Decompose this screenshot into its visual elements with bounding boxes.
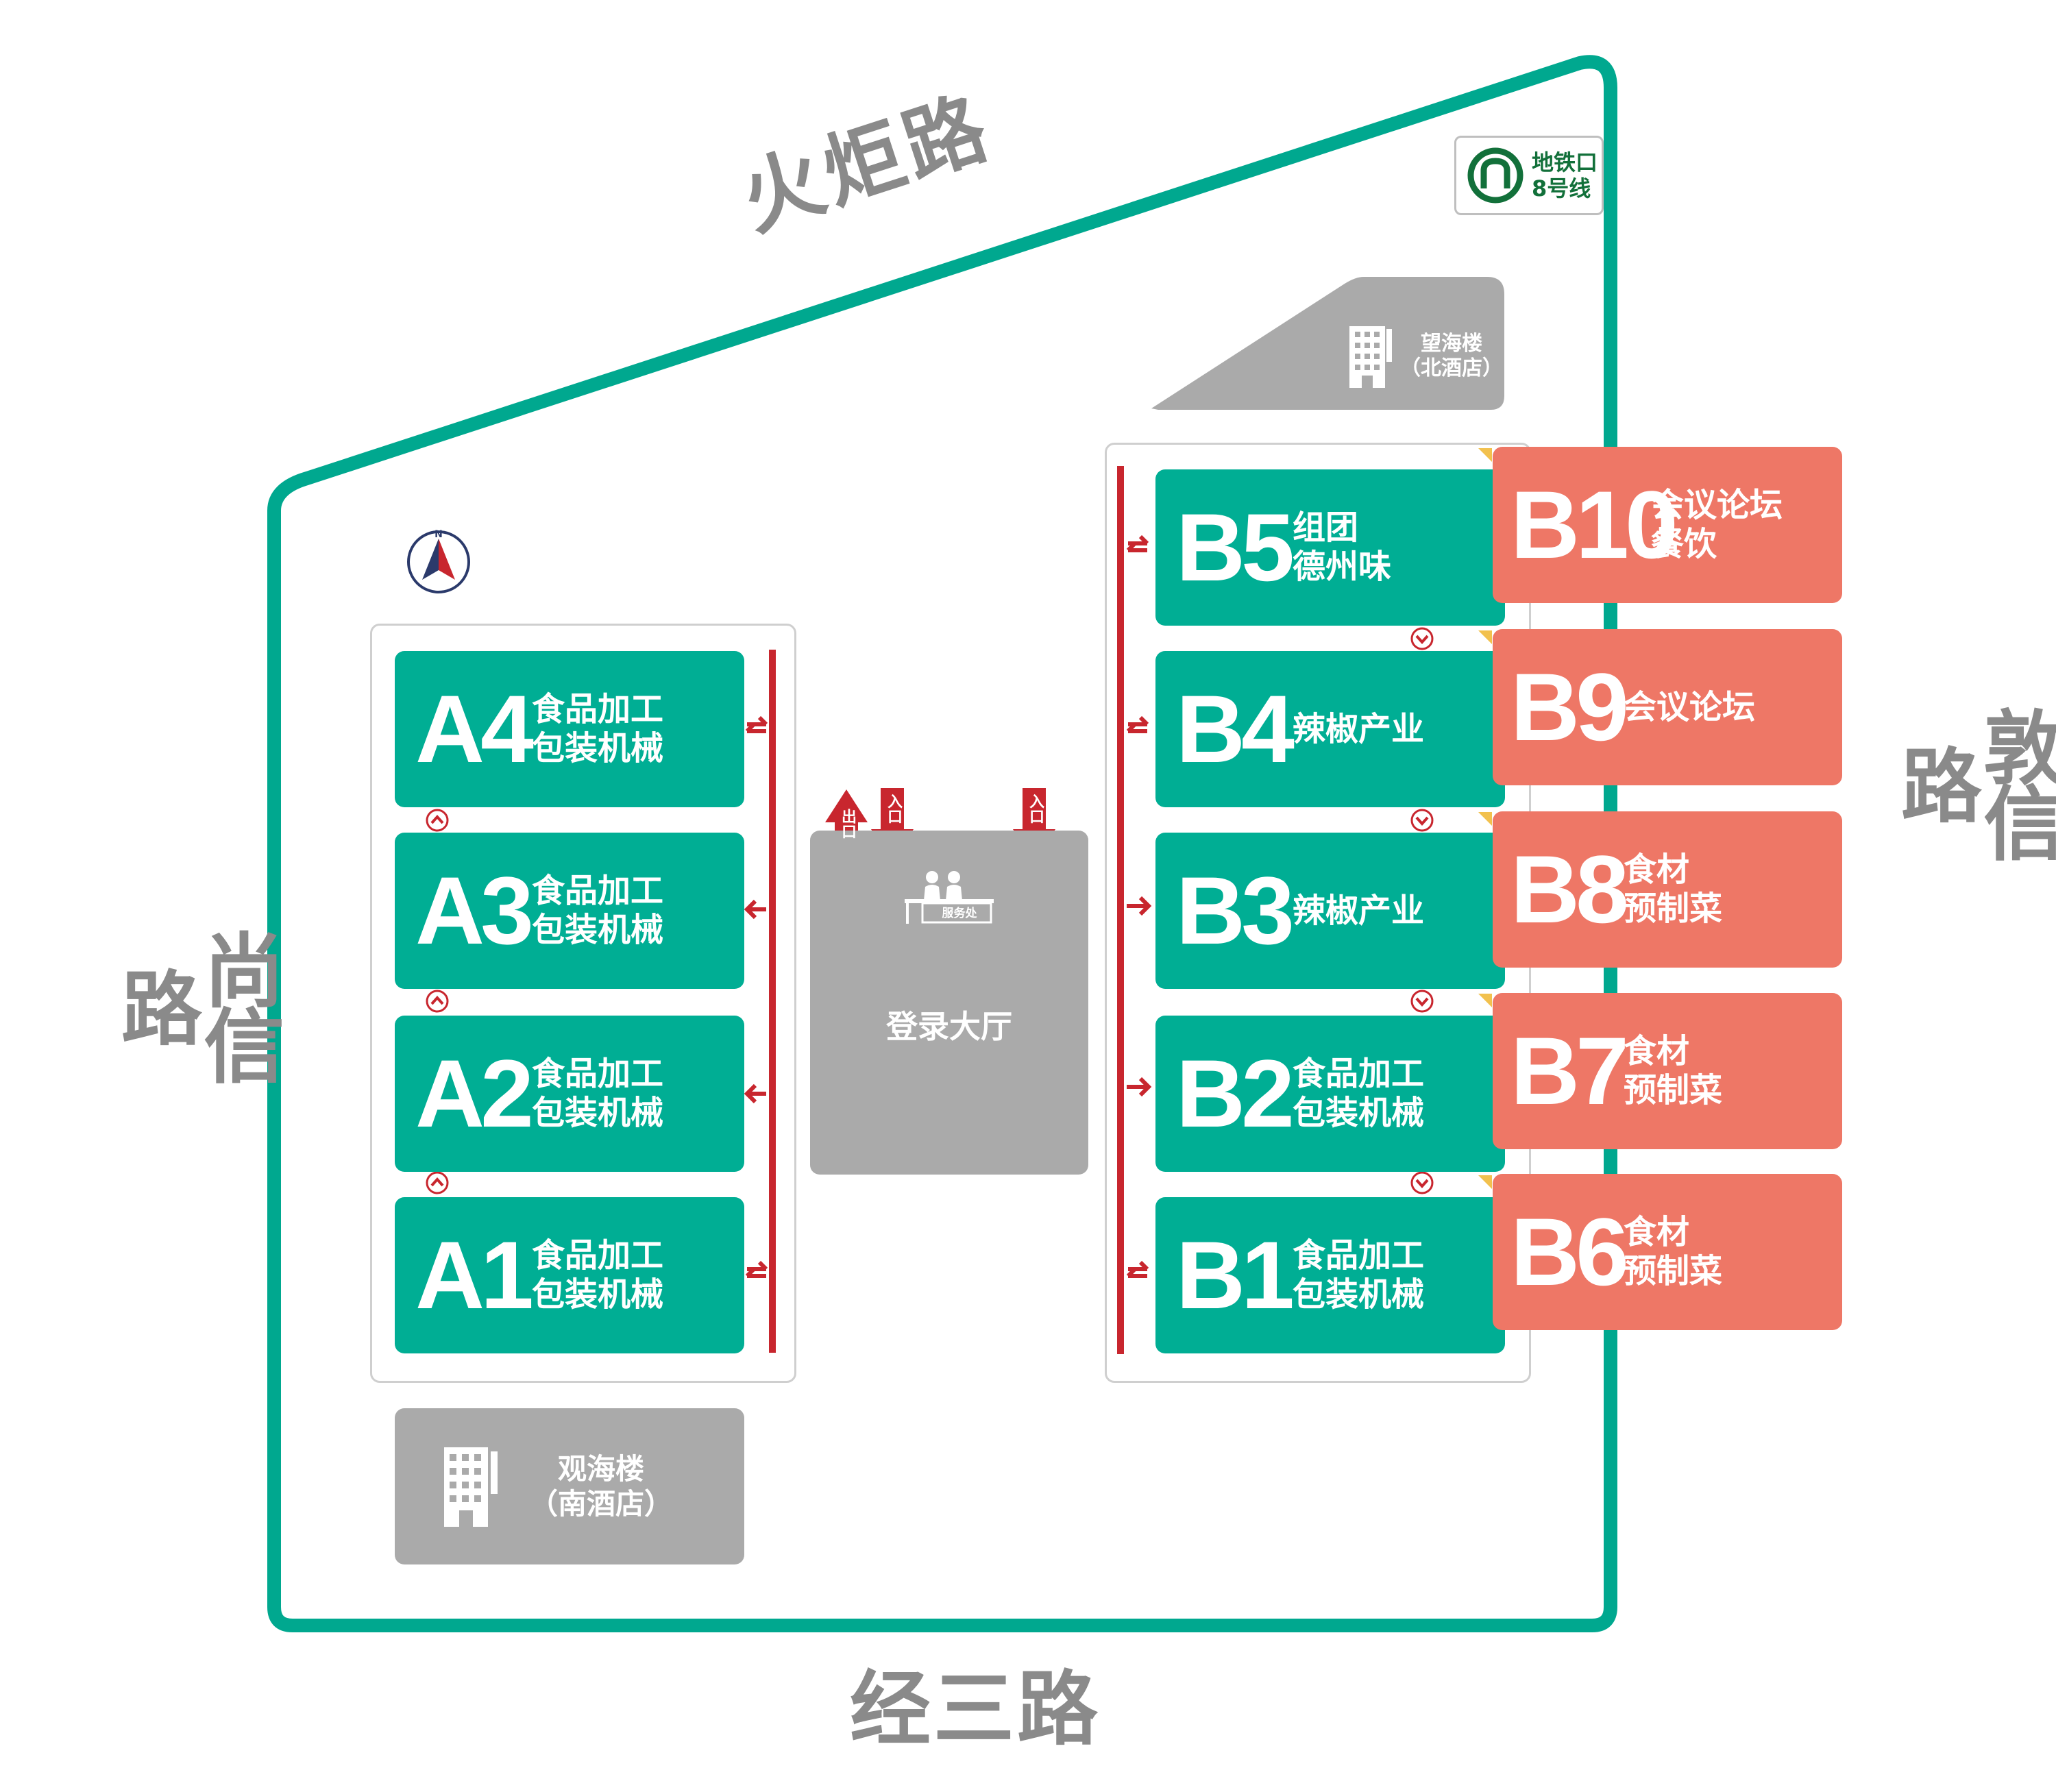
hall-b5-line2: 德州味 bbox=[1293, 548, 1392, 586]
hall-a2-line1: 食品加工 bbox=[532, 1055, 664, 1094]
hall-b7[interactable]: B7 食材预制菜 bbox=[1493, 993, 1842, 1149]
south-hotel-sub: （南酒店） bbox=[529, 1487, 674, 1521]
hall-b4-line1: 辣椒产业 bbox=[1293, 709, 1425, 748]
corridor-b-arrows bbox=[1126, 535, 1152, 1278]
hall-b8[interactable]: B8 食材预制菜 bbox=[1493, 811, 1842, 968]
hall-b10-line1: 会议论坛 bbox=[1651, 486, 1783, 525]
hall-a1-line2: 包装机械 bbox=[532, 1275, 664, 1314]
south-hotel[interactable]: 观海楼 （南酒店） bbox=[395, 1408, 744, 1564]
hall-b8-line1: 食材 bbox=[1624, 850, 1690, 889]
hall-a4-code: A4 bbox=[415, 675, 534, 783]
hall-a4[interactable]: A4 食品加工包装机械 bbox=[395, 651, 744, 807]
hall-b10-code: B10 bbox=[1510, 471, 1678, 578]
corridor-a bbox=[769, 650, 776, 1353]
hall-b3-code: B3 bbox=[1176, 857, 1295, 964]
hall-b2-code: B2 bbox=[1176, 1040, 1295, 1147]
hall-b10-line2: 餐饮 bbox=[1651, 525, 1717, 563]
hall-a1[interactable]: A1 食品加工包装机械 bbox=[395, 1197, 744, 1353]
hall-b2[interactable]: B2 食品加工包装机械 bbox=[1155, 1016, 1505, 1172]
metro-line: 8号线 bbox=[1532, 175, 1591, 201]
hall-b5-line1: 组团 bbox=[1293, 508, 1359, 548]
hall-a1-line1: 食品加工 bbox=[532, 1236, 664, 1275]
hall-b2-line1: 食品加工 bbox=[1293, 1055, 1425, 1094]
north-hotel-building bbox=[1151, 277, 1504, 410]
metro-logo-icon bbox=[1467, 147, 1523, 204]
north-hotel-name: 望海楼 bbox=[1421, 332, 1482, 356]
hall-b8-line2: 预制菜 bbox=[1624, 889, 1723, 928]
service-desk-icon bbox=[905, 871, 994, 924]
hall-b6-code: B6 bbox=[1510, 1198, 1629, 1305]
compass-label: N bbox=[435, 529, 443, 540]
hall-b5-code: B5 bbox=[1176, 493, 1295, 601]
a-flow-markers bbox=[426, 809, 449, 1194]
hall-b10[interactable]: B10 会议论坛餐饮 bbox=[1493, 447, 1842, 603]
entrance-label-2: 入口 bbox=[1027, 794, 1044, 824]
hall-b2-line2: 包装机械 bbox=[1293, 1094, 1425, 1132]
site-boundary bbox=[267, 55, 1617, 1632]
hall-b1[interactable]: B1 食品加工包装机械 bbox=[1155, 1197, 1505, 1353]
service-desk-label: 服务处 bbox=[942, 907, 977, 920]
corridor-a-arrows bbox=[744, 715, 768, 1278]
hall-a-frame bbox=[370, 624, 796, 1383]
hall-a4-line1: 食品加工 bbox=[532, 690, 664, 729]
hall-b6[interactable]: B6 食材预制菜 bbox=[1493, 1174, 1842, 1330]
hotel-building-icon bbox=[444, 1447, 498, 1527]
hall-a3-line2: 包装机械 bbox=[532, 911, 664, 949]
compass: N bbox=[404, 528, 473, 596]
metro-label: 地铁口 bbox=[1532, 149, 1598, 175]
hall-a1-code: A1 bbox=[415, 1221, 534, 1329]
entrance-label-1: 入口 bbox=[885, 794, 902, 824]
hall-b9[interactable]: B9 会议论坛 bbox=[1493, 629, 1842, 785]
hall-b7-code: B7 bbox=[1510, 1017, 1629, 1125]
north-hotel-sub: （北酒店） bbox=[1400, 356, 1503, 380]
hall-b4[interactable]: B4 辣椒产业 bbox=[1155, 651, 1505, 807]
hall-b9-line1: 会议论坛 bbox=[1624, 687, 1756, 726]
exit-label: 出口 bbox=[839, 809, 856, 839]
corridor-b bbox=[1117, 466, 1124, 1354]
hall-b6-line2: 预制菜 bbox=[1624, 1252, 1723, 1290]
hall-b3[interactable]: B3 辣椒产业 bbox=[1155, 833, 1505, 989]
south-hotel-name: 观海楼 bbox=[558, 1451, 645, 1486]
hall-b9-code: B9 bbox=[1510, 653, 1629, 761]
b-flow-markers bbox=[1410, 627, 1434, 1194]
road-west: 尚信路 bbox=[107, 929, 284, 1079]
road-south: 经三路 bbox=[850, 1662, 1101, 1756]
hall-a4-line2: 包装机械 bbox=[532, 729, 664, 768]
hall-b4-code: B4 bbox=[1176, 675, 1295, 783]
hall-b3-line1: 辣椒产业 bbox=[1293, 891, 1425, 930]
metro-badge: 地铁口 8号线 bbox=[1454, 136, 1604, 215]
hotel-building-icon bbox=[1349, 326, 1392, 388]
hall-a3[interactable]: A3 食品加工包装机械 bbox=[395, 833, 744, 989]
lobby-label: 登录大厅 bbox=[886, 1008, 1012, 1045]
registration-lobby[interactable]: 服务处 登录大厅 bbox=[810, 831, 1088, 1175]
north-hotel: 望海楼 （北酒店） bbox=[1347, 322, 1503, 391]
hall-b1-line2: 包装机械 bbox=[1293, 1275, 1425, 1314]
hall-b7-line2: 预制菜 bbox=[1624, 1071, 1723, 1109]
hall-b5[interactable]: B5 组团德州味 bbox=[1155, 469, 1505, 626]
hall-a2-code: A2 bbox=[415, 1040, 534, 1147]
hall-b1-line1: 食品加工 bbox=[1293, 1236, 1425, 1275]
hall-b8-code: B8 bbox=[1510, 835, 1629, 943]
road-east: 敦信路 bbox=[1887, 706, 2056, 857]
hall-b6-line1: 食材 bbox=[1624, 1213, 1690, 1252]
hall-b7-line1: 食材 bbox=[1624, 1032, 1690, 1071]
hall-a2-line2: 包装机械 bbox=[532, 1094, 664, 1132]
hall-a3-code: A3 bbox=[415, 857, 534, 964]
hall-a3-line1: 食品加工 bbox=[532, 872, 664, 911]
hall-b1-code: B1 bbox=[1176, 1221, 1295, 1329]
b-corner-accents bbox=[1478, 448, 1492, 1189]
hall-a2[interactable]: A2 食品加工包装机械 bbox=[395, 1016, 744, 1172]
compass-north-icon bbox=[407, 530, 470, 593]
